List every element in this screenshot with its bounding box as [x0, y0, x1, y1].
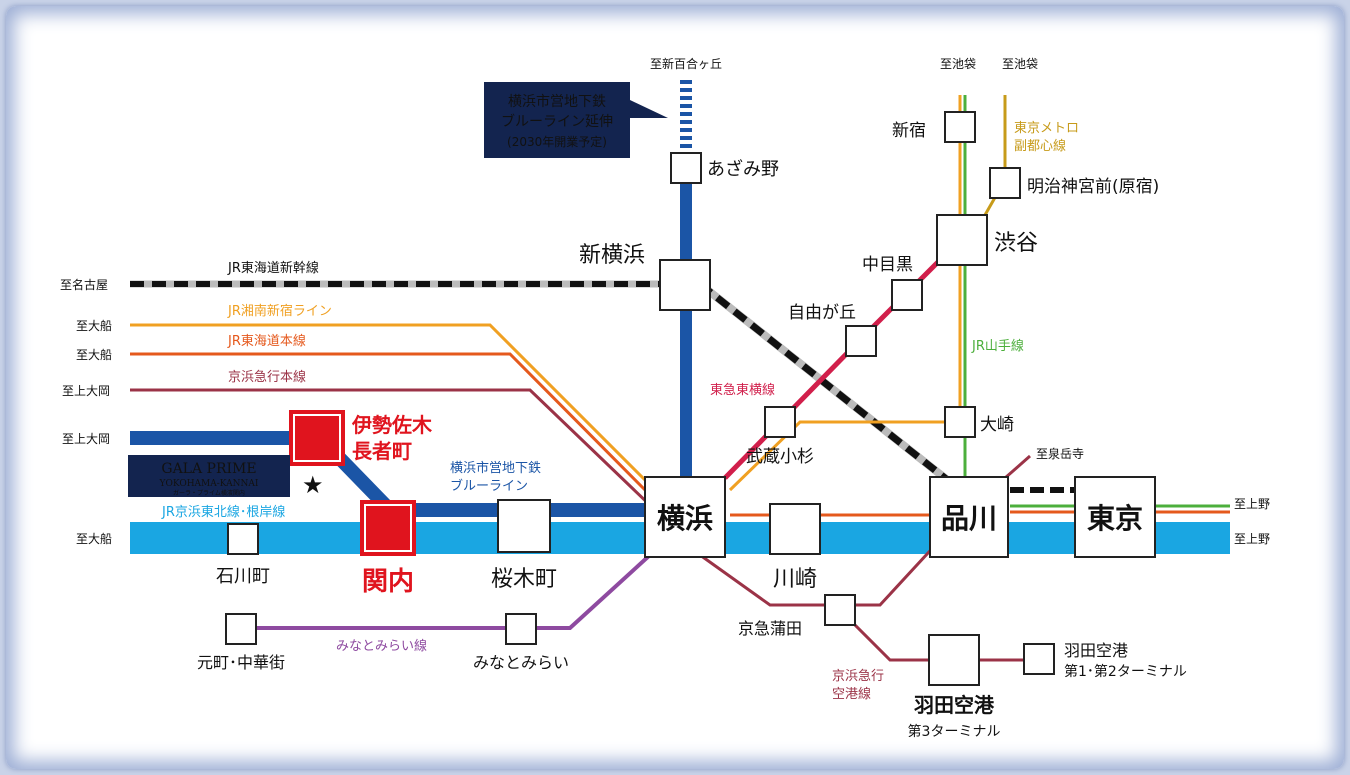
label-blueline1: 横浜市営地下鉄: [450, 460, 541, 476]
station-box-isezakichojamachi: [289, 410, 345, 466]
station-minatomirai: みなとみらい: [473, 653, 569, 672]
station-musashikosugi: 武蔵小杉: [746, 447, 814, 467]
label-airport1: 京浜急行: [832, 669, 884, 684]
label-fukutoshin1: 東京メトロ: [1014, 120, 1079, 136]
station-kannai: 関内: [362, 567, 414, 597]
station-tokyo: 東京: [1087, 502, 1143, 535]
station-box-haneda-t3: [928, 634, 980, 686]
station-box-motomachi: [225, 613, 257, 645]
station-yokohama: 横浜: [657, 502, 713, 535]
dest-ikebukuro2: 至池袋: [1002, 57, 1038, 71]
callout-line2: ブルーライン延伸: [501, 113, 613, 130]
station-box-shibuya: [936, 214, 988, 266]
dest-ofuna1: 至大船: [76, 319, 112, 333]
label-yamanote: JR山手線: [971, 338, 1024, 354]
station-isezaki-2: 長者町: [352, 439, 412, 463]
station-box-musashikosugi: [764, 406, 796, 438]
station-shinjuku: 新宿: [892, 121, 926, 141]
station-box-shinagawa: [929, 476, 1009, 558]
station-isezaki-1: 伊勢佐木: [351, 413, 433, 437]
keikyu-sengakuji: [1004, 454, 1031, 480]
label-shonan: JR湘南新宿ライン: [227, 303, 332, 319]
station-motomachi: 元町･中華街: [197, 653, 285, 672]
station-kawasaki: 川崎: [773, 567, 817, 592]
keikyu-main-line: [130, 388, 657, 512]
station-haneda-t12-a: 羽田空港: [1064, 641, 1128, 660]
label-airport2: 空港線: [832, 686, 871, 702]
label-shinkansen: JR東海道新幹線: [227, 260, 319, 276]
property-name: GALA PRIME: [161, 461, 256, 477]
dest-ofuna3: 至大船: [76, 532, 112, 546]
station-box-kannai: [360, 500, 416, 556]
station-haneda-t12-b: 第1･第2ターミナル: [1064, 663, 1187, 680]
station-azamino: あざみ野: [707, 158, 779, 180]
station-haneda-t3-a: 羽田空港: [914, 693, 995, 717]
keikyu-airport-line: [838, 608, 1040, 662]
dest-kamiooka1: 至上大岡: [62, 384, 110, 398]
dest-shinyurigaoka: 至新百合ヶ丘: [650, 56, 722, 71]
station-box-jiyugaoka: [845, 325, 877, 357]
station-shibuya: 渋谷: [994, 231, 1038, 256]
dest-sengakuji: 至泉岳寺: [1036, 447, 1084, 461]
dest-ueno2: 至上野: [1234, 532, 1270, 546]
station-box-shinjuku: [944, 111, 976, 143]
station-box-osaki: [944, 406, 976, 438]
station-box-sakuragicho: [497, 499, 551, 553]
tokyu-toyoko-line: [723, 238, 962, 480]
tokaido-shinkansen-line: [130, 280, 1080, 494]
label-toyoko: 東急東横線: [710, 382, 775, 398]
station-box-minatomirai: [505, 613, 537, 645]
callout-line3: (2030年開業予定): [507, 134, 607, 149]
station-box-azamino: [670, 152, 702, 184]
property-sub: YOKOHAMA-KANNAI: [159, 479, 259, 489]
station-box-haneda-t12: [1023, 643, 1055, 675]
station-keikyukamata: 京急蒲田: [738, 619, 802, 638]
station-osaki: 大崎: [980, 415, 1014, 435]
callout-line1: 横浜市営地下鉄: [508, 93, 606, 110]
dest-ikebukuro1: 至池袋: [940, 57, 976, 71]
station-box-meijijingumae: [989, 167, 1021, 199]
station-box-nakameguro: [891, 279, 923, 311]
property-badge: GALA PRIME YOKOHAMA-KANNAI ガーラ・プライム横濱関内: [128, 455, 290, 497]
station-nakameguro: 中目黒: [862, 255, 913, 275]
tokaido-main-line: [130, 352, 657, 502]
dest-ueno1: 至上野: [1234, 497, 1270, 511]
station-ishikawacho: 石川町: [216, 566, 270, 587]
label-keikyu: 京浜急行本線: [228, 369, 306, 385]
station-box-ishikawacho: [227, 523, 259, 555]
dest-kamiooka2: 至上大岡: [62, 432, 110, 446]
shonan-shinjuku-line: [130, 323, 657, 492]
label-fukutoshin2: 副都心線: [1014, 138, 1066, 154]
property-kana: ガーラ・プライム横濱関内: [173, 489, 245, 497]
property-star-icon: ★: [302, 471, 324, 499]
station-box-tokyo: [1074, 476, 1156, 558]
dest-ofuna2: 至大船: [76, 348, 112, 362]
blue-line-extension-callout: 横浜市営地下鉄 ブルーライン延伸 (2030年開業予定): [484, 82, 668, 158]
station-shinagawa: 品川: [941, 502, 997, 535]
station-haneda-t3-b: 第3ターミナル: [908, 723, 1001, 740]
dest-nagoya: 至名古屋: [60, 277, 108, 292]
label-blueline2: ブルーライン: [450, 478, 528, 494]
label-minatomirai: みなとみらい線: [336, 638, 427, 654]
station-meijijingumae: 明治神宮前(原宿): [1027, 177, 1159, 197]
station-box-yokohama: [644, 476, 726, 558]
station-jiyugaoka: 自由が丘: [788, 303, 856, 323]
station-sakuragicho: 桜木町: [491, 567, 557, 592]
station-box-keikyukamata: [824, 594, 856, 626]
label-keihin: JR京浜東北線･根岸線: [161, 504, 285, 520]
minatomirai-line: [240, 553, 652, 630]
label-tokaido: JR東海道本線: [227, 333, 306, 349]
station-shinyokohama: 新横浜: [579, 243, 645, 268]
station-box-shinyokohama: [659, 259, 711, 311]
station-box-kawasaki: [769, 503, 821, 555]
